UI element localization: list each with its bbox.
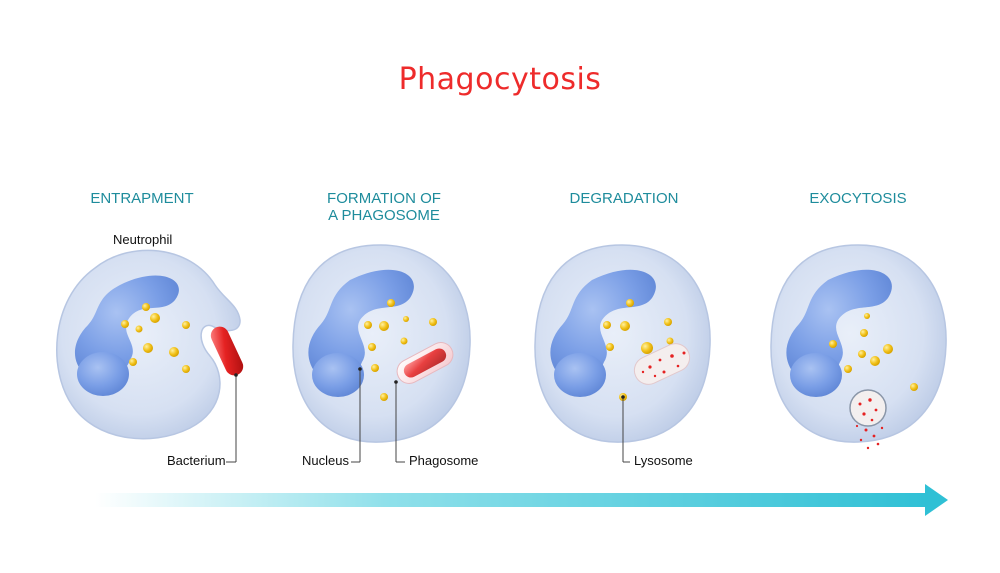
released-fragments <box>855 398 884 450</box>
degrading-phagosome <box>633 343 691 385</box>
stage-label-line: EXOCYTOSIS <box>809 190 907 207</box>
cell-exocytosis <box>770 244 947 450</box>
bacterium-label: Bacterium <box>167 453 226 468</box>
granules <box>603 299 674 401</box>
cell-degradation <box>534 244 711 463</box>
lysosome-label: Lysosome <box>634 453 693 468</box>
nucleus-lobe <box>554 353 606 397</box>
neutrophil-label: Neutrophil <box>113 232 173 247</box>
stage-label-line: FORMATION OF <box>327 190 441 207</box>
progress-arrow <box>95 484 948 516</box>
bacterium <box>403 348 447 378</box>
granules <box>364 299 437 401</box>
stage-label-line: ENTRAPMENT <box>90 190 194 207</box>
page-title: Phagocytosis <box>398 62 602 97</box>
nucleus-lobe <box>312 353 364 397</box>
cell-formation <box>292 244 471 463</box>
phagosome-label: Phagosome <box>409 453 479 468</box>
exocytic-vesicle <box>849 389 887 427</box>
bacterial-fragments <box>641 351 686 378</box>
stage-label-line: A PHAGOSOME <box>328 207 440 224</box>
stage-label-line: DEGRADATION <box>569 190 679 207</box>
bacterium <box>210 326 244 376</box>
granules <box>829 313 918 391</box>
granules <box>121 303 190 373</box>
stage-label-degradation: DEGRADATION <box>524 190 724 207</box>
stage-label-exocytosis: EXOCYTOSIS <box>758 190 958 207</box>
nucleus-lobe <box>77 352 129 396</box>
cell-entrapment <box>56 249 244 463</box>
stage-label-entrapment: ENTRAPMENT <box>42 190 242 207</box>
stage-label-formation: FORMATION OF A PHAGOSOME <box>284 190 484 224</box>
nucleus-label: Nucleus <box>302 453 349 468</box>
nucleus-lobe <box>790 353 842 397</box>
